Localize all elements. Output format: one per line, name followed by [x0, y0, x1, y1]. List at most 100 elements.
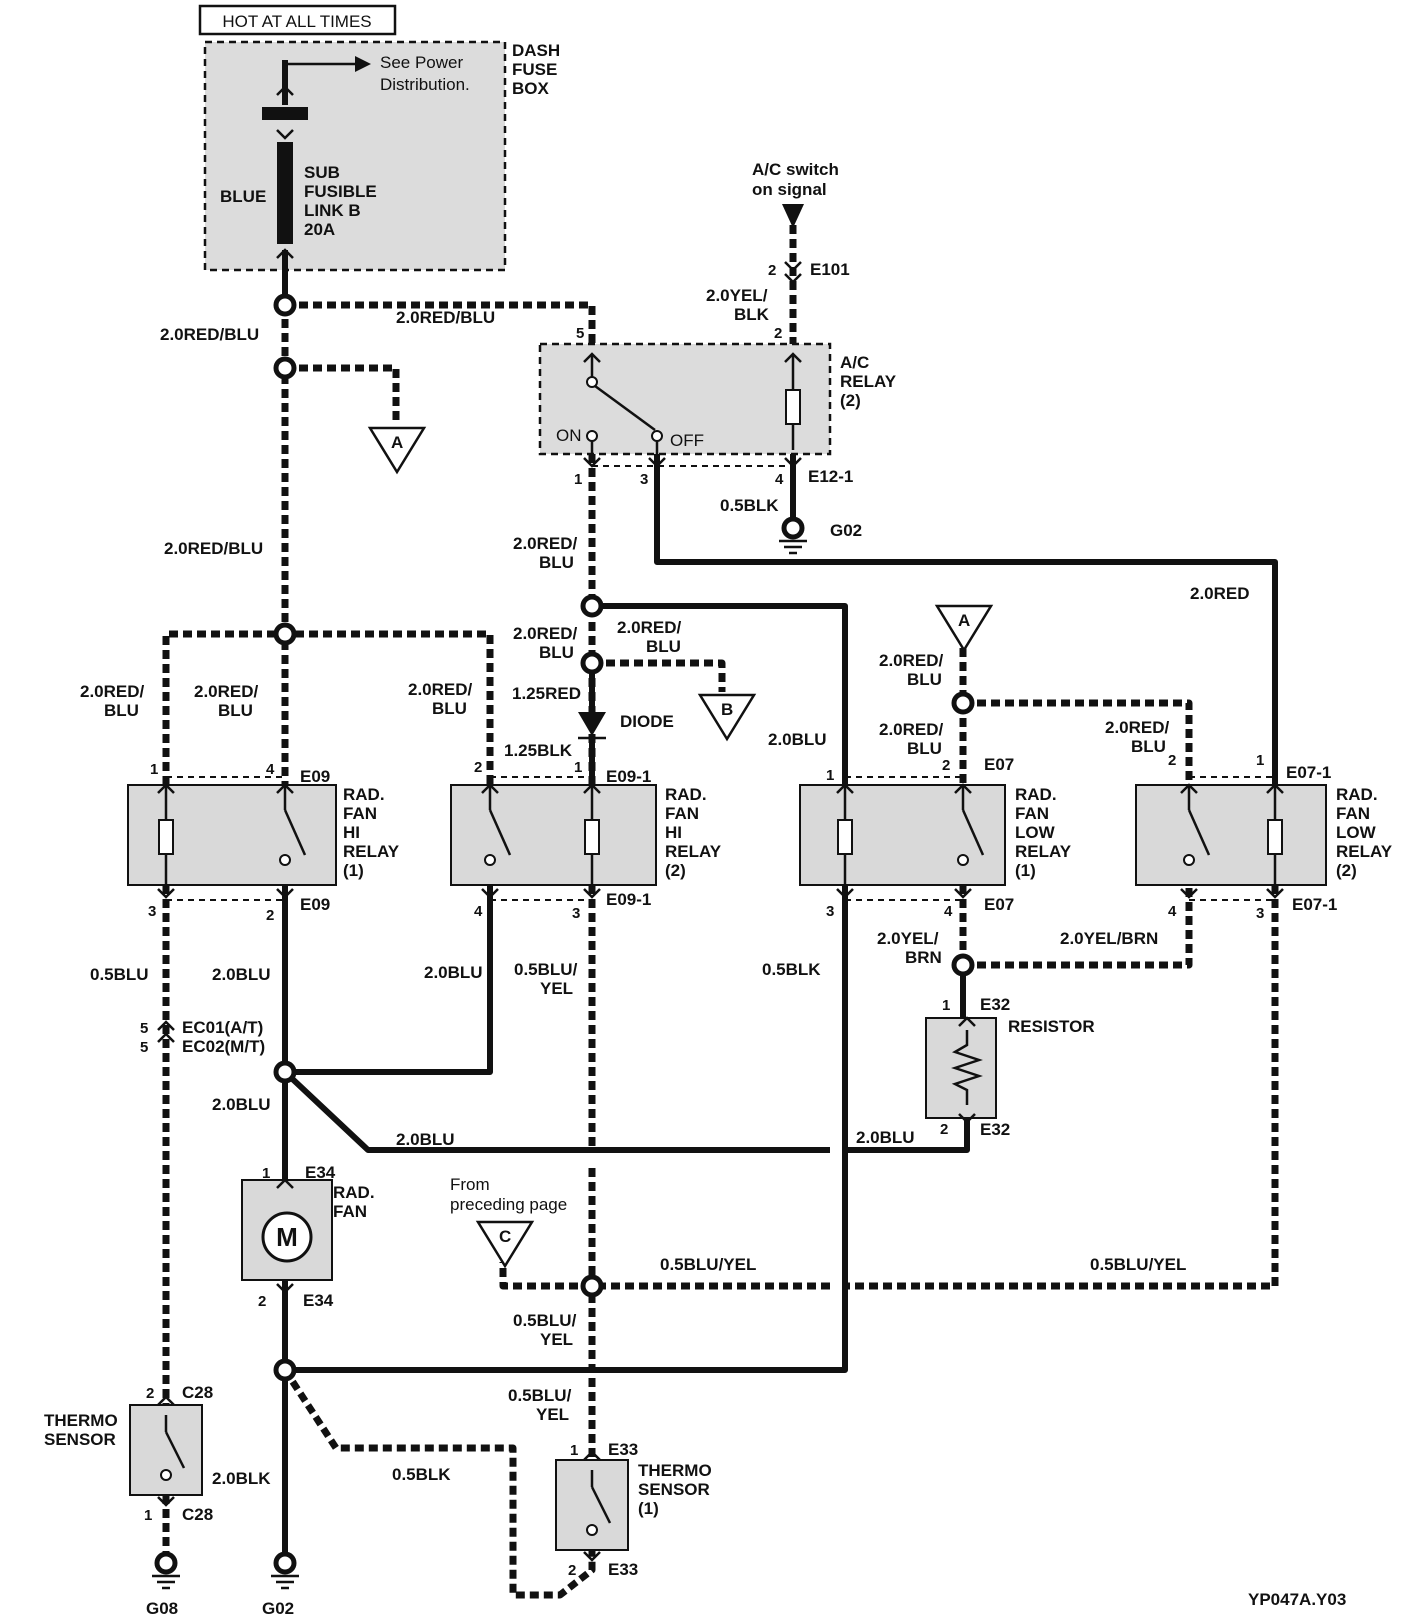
wire-label-4b: BLK [734, 305, 770, 324]
fuse-box-name-2: FUSE [512, 60, 557, 79]
wire-label-16b: BLU [907, 739, 942, 758]
hi-relay-1-name-2: FAN [343, 804, 377, 823]
wire-labels: 2.0RED/BLU 2.0RED/BLU 2.0RED/BLU 2.0YEL/… [80, 286, 1250, 1488]
hi-relay-2-pin-1: 1 [574, 759, 582, 776]
wire-label-31: 0.5BLU/YEL [1090, 1255, 1186, 1274]
wire-label-34: 2.0BLK [212, 1469, 271, 1488]
ac-signal-line-2: on signal [752, 180, 827, 199]
thermo-1-name-1: THERMO [638, 1461, 712, 1480]
low-relay-1-name-1: RAD. [1015, 785, 1057, 804]
rad-fan-name-2: FAN [333, 1202, 367, 1221]
diagram-code: YP047A.Y03 [1248, 1590, 1346, 1609]
ac-relay-pin-3: 3 [640, 471, 648, 488]
ac-signal-line-1: A/C switch [752, 160, 839, 179]
ground-g02-bottom: G02 [262, 1599, 294, 1618]
low-relay-1-name-2: FAN [1015, 804, 1049, 823]
wire-label-8b: BLU [539, 643, 574, 662]
wire-label-14: 1.25BLK [504, 741, 573, 760]
ac-relay-connector: E12-1 [808, 467, 853, 486]
hi-relay-2-connector-bottom: E09-1 [606, 890, 651, 909]
hi-relay-2-pin-2: 2 [474, 759, 482, 776]
resistor-pin-2: 2 [940, 1121, 948, 1138]
wire-label-18b: BLU [1131, 737, 1166, 756]
ref-a-triangle-right [934, 604, 994, 653]
from-line-2: preceding page [450, 1195, 567, 1214]
wire-label-15b: BLU [907, 670, 942, 689]
low-relay-1-pin-2: 2 [942, 757, 950, 774]
hi-relay-1-name-4: RELAY [343, 842, 400, 861]
hi-relay-1-name-5: (1) [343, 861, 364, 880]
wire-label-24: 0.5BLK [762, 960, 821, 979]
inline-pin-a: 5 [140, 1020, 148, 1037]
wire-label-32a: 0.5BLU/ [513, 1311, 577, 1330]
low-relay-2-name-5: (2) [1336, 861, 1357, 880]
wire-label-16a: 2.0RED/ [879, 720, 944, 739]
thermo-left-pin-2: 2 [146, 1385, 154, 1402]
diode-label: DIODE [620, 712, 674, 731]
ac-relay-pin-4: 4 [775, 471, 784, 488]
low-relay-1-name-4: RELAY [1015, 842, 1072, 861]
wire-label-26: 2.0YEL/BRN [1060, 929, 1158, 948]
ground-g02-top: G02 [830, 521, 862, 540]
ac-relay-pin-1: 1 [574, 471, 582, 488]
wire-label-10a: 2.0RED/ [80, 682, 145, 701]
wire-label-10b: BLU [104, 701, 139, 720]
low-relay-1-pin-3: 3 [826, 903, 834, 920]
low-relay-1-box [799, 784, 1006, 886]
hi-relay-2-pin-3: 3 [572, 905, 580, 922]
low-relay-2-pin-2: 2 [1168, 752, 1176, 769]
wires [162, 60, 1279, 1599]
ac-signal-pin: 2 [768, 262, 776, 279]
low-relay-1-pin-1: 1 [826, 767, 834, 784]
wire-label-33a: 0.5BLU/ [508, 1386, 572, 1405]
thermo-1-pin-2: 2 [568, 1562, 576, 1579]
hot-at-all-times-label: HOT AT ALL TIMES [222, 12, 371, 31]
wire-label-11a: 2.0RED/ [194, 682, 259, 701]
wire-label-33b: YEL [536, 1405, 569, 1424]
relay-internals [158, 354, 1283, 1536]
wire-label-13: 1.25RED [512, 684, 581, 703]
hi-relay-2-name-5: (2) [665, 861, 686, 880]
wire-label-3: 2.0RED/BLU [164, 539, 263, 558]
rad-fan-connector-bottom: E34 [303, 1291, 334, 1310]
thermo-1-pin-1: 1 [570, 1442, 578, 1459]
low-relay-2-connector-bottom: E07-1 [1292, 895, 1337, 914]
wire-label-9b: BLU [646, 637, 681, 656]
hi-relay-1-pin-1: 1 [150, 761, 158, 778]
ref-a-triangle-left [367, 426, 427, 475]
wire-label-12a: 2.0RED/ [408, 680, 473, 699]
ac-signal-connector: E101 [810, 260, 850, 279]
ac-relay-off: OFF [670, 431, 704, 450]
wire-label-4a: 2.0YEL/ [706, 286, 768, 305]
fuse-line-2: FUSIBLE [304, 182, 377, 201]
wire-label-8a: 2.0RED/ [513, 624, 578, 643]
wire-label-5: 0.5BLK [720, 496, 779, 515]
see-power-1: See Power [380, 53, 463, 72]
wire-label-11b: BLU [218, 701, 253, 720]
ref-b-triangle [697, 693, 757, 742]
ref-b: B [721, 700, 733, 719]
low-relay-2-connector-top: E07-1 [1286, 763, 1331, 782]
resistor-pin-1: 1 [942, 997, 950, 1014]
ground-g08: G08 [146, 1599, 178, 1618]
see-power-arrow [355, 56, 371, 72]
ref-a-left: A [391, 433, 403, 452]
fuse-color-label: BLUE [220, 187, 266, 206]
hi-relay-2-name-3: HI [665, 823, 682, 842]
hi-relay-1-connector-bottom: E09 [300, 895, 330, 914]
wire-label-25b: BRN [905, 948, 942, 967]
hi-relay-2-pin-4: 4 [474, 903, 483, 920]
low-relay-1-connector-bottom: E07 [984, 895, 1014, 914]
fuse-box-name-3: BOX [512, 79, 550, 98]
low-relay-2-box [1135, 784, 1327, 886]
wire-label-6b: BLU [539, 553, 574, 572]
wire-label-17: 2.0BLU [768, 730, 827, 749]
ref-a-right: A [958, 611, 970, 630]
rad-fan-name-1: RAD. [333, 1183, 375, 1202]
thermo-left-pin-1: 1 [144, 1507, 152, 1524]
hi-relay-2-connector-top: E09-1 [606, 767, 651, 786]
hi-relay-1-pin-3: 3 [148, 903, 156, 920]
ac-signal-arrow [782, 204, 804, 228]
wire-label-29: 2.0BLU [856, 1128, 915, 1147]
